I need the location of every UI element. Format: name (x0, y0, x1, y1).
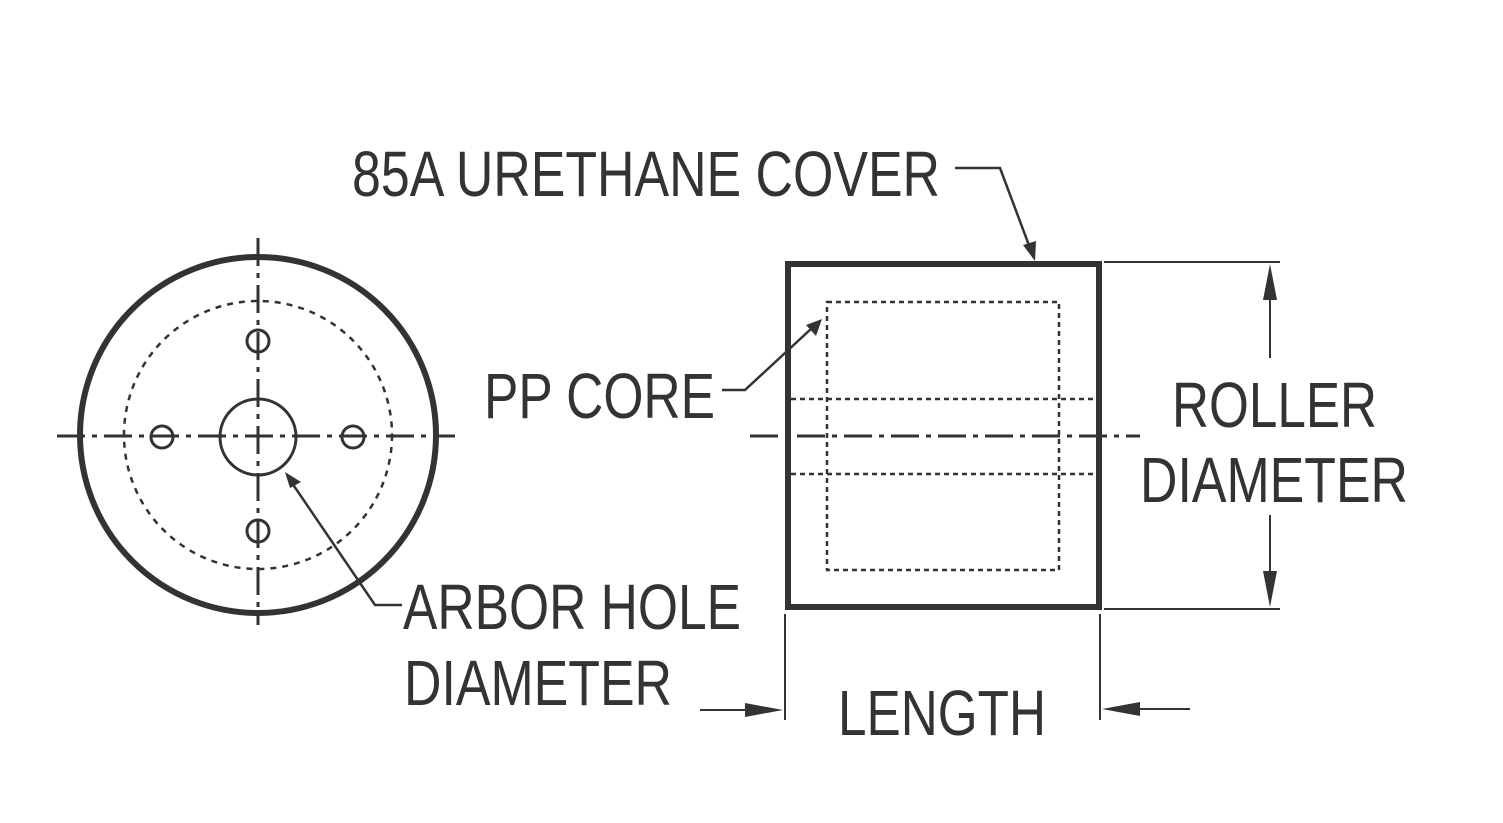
arbor-arrowhead (285, 472, 301, 488)
core-leader-line (722, 327, 813, 392)
side-view (750, 261, 1140, 610)
core-arrowhead (806, 319, 822, 336)
cover-leader-line (955, 166, 1032, 249)
cover-arrowhead (1023, 241, 1036, 261)
core-label: PP CORE (484, 360, 715, 432)
roller-arrow-bottom (1263, 571, 1277, 607)
arbor-hole-label-line2: DIAMETER (404, 647, 672, 719)
cover-leader (955, 166, 1036, 261)
roller-diameter-label-line2: DIAMETER (1140, 444, 1408, 516)
roller-diameter-dimension (1104, 261, 1280, 610)
length-arrow-right (1102, 702, 1140, 716)
length-dimension (700, 614, 1190, 720)
roller-diameter-label-line1: ROLLER (1172, 369, 1377, 441)
length-arrow-left (745, 703, 783, 717)
arbor-leader-line (290, 482, 402, 607)
arbor-hole-leader (285, 472, 402, 607)
roller-arrow-top (1263, 264, 1277, 300)
end-view (57, 238, 455, 625)
core-hidden-outline (825, 300, 1061, 572)
length-label: LENGTH (838, 677, 1046, 749)
core-leader (722, 319, 822, 392)
arbor-hole-label-line1: ARBOR HOLE (403, 571, 741, 643)
cover-label: 85A URETHANE COVER (352, 138, 940, 210)
